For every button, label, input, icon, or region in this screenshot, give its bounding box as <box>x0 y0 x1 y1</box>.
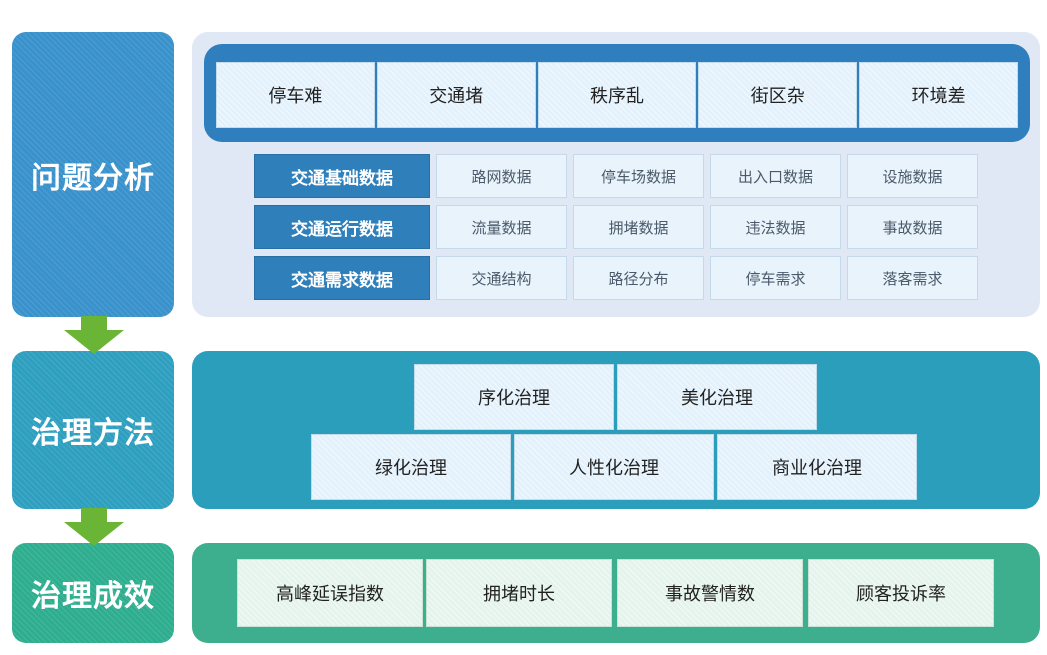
outcome-cell: 事故警情数 <box>617 559 803 627</box>
data-item: 路网数据 <box>436 154 567 198</box>
section-label-outcomes: 治理成效 <box>12 543 174 643</box>
problem-cell: 环境差 <box>859 62 1018 128</box>
data-item: 出入口数据 <box>710 154 841 198</box>
section-label-text: 治理方法 <box>31 416 155 451</box>
data-item: 流量数据 <box>436 205 567 249</box>
problem-row: 停车难 交通堵 秩序乱 街区杂 环境差 <box>216 62 1018 128</box>
outcomes-panel: 高峰延误指数 拥堵时长 事故警情数 顾客投诉率 <box>192 543 1040 643</box>
problem-band: 停车难 交通堵 秩序乱 街区杂 环境差 <box>204 44 1030 142</box>
section-label-text: 治理成效 <box>31 579 155 614</box>
data-item: 停车场数据 <box>573 154 704 198</box>
data-category: 交通基础数据 <box>254 154 430 198</box>
data-table: 交通基础数据 路网数据 停车场数据 出入口数据 设施数据 交通运行数据 流量数据… <box>254 154 979 302</box>
data-item: 设施数据 <box>847 154 978 198</box>
section-label-analysis: 问题分析 <box>12 32 174 317</box>
method-cell: 序化治理 <box>414 364 614 430</box>
data-item: 路径分布 <box>573 256 704 300</box>
problem-cell: 交通堵 <box>376 62 536 128</box>
data-item: 拥堵数据 <box>573 205 704 249</box>
data-item: 事故数据 <box>847 205 978 249</box>
section-label-methods: 治理方法 <box>12 351 174 509</box>
method-cell: 商业化治理 <box>717 434 917 500</box>
data-category: 交通需求数据 <box>254 256 430 300</box>
section-label-text: 问题分析 <box>31 160 155 196</box>
data-category: 交通运行数据 <box>254 205 430 249</box>
problem-analysis-panel: 停车难 交通堵 秩序乱 街区杂 环境差 交通基础数据 路网数据 停车场数据 出入… <box>192 32 1040 317</box>
method-cell: 绿化治理 <box>311 434 511 500</box>
methods-panel: 序化治理 美化治理 绿化治理 人性化治理 商业化治理 <box>192 351 1040 509</box>
outcome-cell: 顾客投诉率 <box>808 559 994 627</box>
down-arrow-icon <box>64 316 124 354</box>
method-cell: 人性化治理 <box>514 434 714 500</box>
down-arrow-icon <box>64 508 124 546</box>
data-item: 停车需求 <box>710 256 841 300</box>
outcome-cell: 拥堵时长 <box>426 559 612 627</box>
problem-cell: 秩序乱 <box>537 62 697 128</box>
problem-cell: 街区杂 <box>698 62 858 128</box>
problem-cell: 停车难 <box>216 62 375 128</box>
data-item: 交通结构 <box>436 256 567 300</box>
data-item: 违法数据 <box>710 205 841 249</box>
outcome-cell: 高峰延误指数 <box>237 559 423 627</box>
method-cell: 美化治理 <box>617 364 817 430</box>
data-item: 落客需求 <box>847 256 978 300</box>
